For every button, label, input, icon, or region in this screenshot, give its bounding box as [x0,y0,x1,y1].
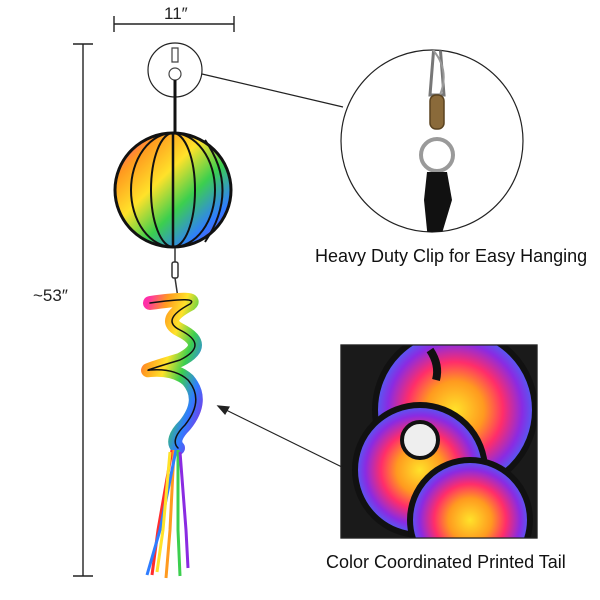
clip-caption: Heavy Duty Clip for Easy Hanging [315,246,588,266]
height-label: ~53″ [33,286,68,305]
height-dimension-line [73,43,93,577]
clip-leader-line [201,73,344,108]
tail-detail-photo [340,344,538,539]
width-dimension-line [113,16,235,32]
spiral-tail [141,292,203,579]
small-clip-icon [168,47,182,81]
width-label: 11″ [164,4,188,23]
clip-detail-photo [340,49,524,233]
swivel-connector [171,248,179,299]
tail-caption: Color Coordinated Printed Tail [326,552,566,572]
tail-leader-arrow [216,405,349,471]
ball-spinner [113,131,233,249]
